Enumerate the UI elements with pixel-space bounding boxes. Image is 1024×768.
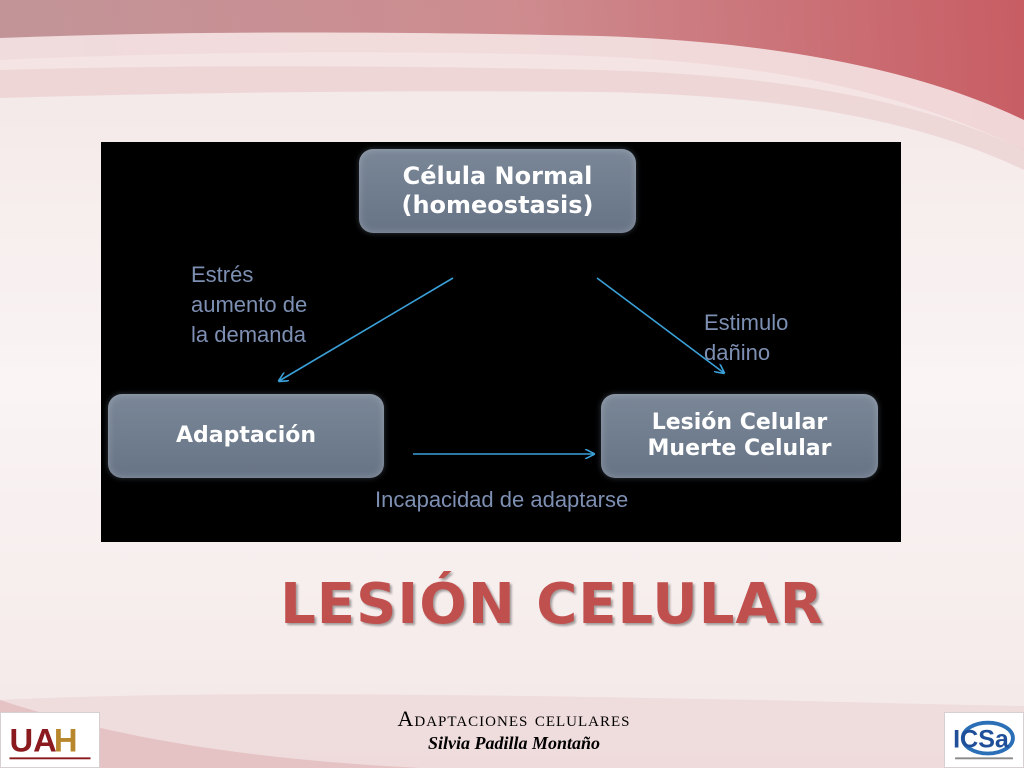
diagram-arrows bbox=[101, 277, 901, 542]
uaeh-logo-icon: UA H bbox=[0, 712, 100, 768]
arrow-to-adaptation bbox=[279, 277, 454, 381]
svg-text:ICSa: ICSa bbox=[953, 726, 1010, 754]
node-adaptation: Adaptación bbox=[108, 394, 384, 478]
edge-label-damage-line2: dañino bbox=[704, 340, 771, 365]
edge-label-stress-line1: Estrés bbox=[191, 262, 254, 287]
node-normal-cell: Célula Normal (homeostasis) bbox=[359, 149, 636, 233]
node-cell-injury: Lesión Celular Muerte Celular bbox=[601, 394, 878, 478]
arrow-to-injury bbox=[596, 277, 724, 373]
slide-title: LESIÓN CELULAR bbox=[280, 572, 824, 637]
edge-label-stress-line3: la demanda bbox=[191, 322, 306, 347]
node-cell-injury-line2: Muerte Celular bbox=[647, 436, 832, 461]
edge-label-stress-line2: aumento de bbox=[191, 292, 308, 317]
icsa-logo-icon: ICSa bbox=[944, 712, 1024, 768]
edge-label-incapacity: Incapacidad de adaptarse bbox=[375, 487, 629, 512]
node-cell-injury-line1: Lesión Celular bbox=[651, 409, 828, 435]
edge-label-damage: Estimulo dañino bbox=[704, 308, 788, 368]
node-normal-cell-line1: Célula Normal bbox=[402, 162, 593, 191]
svg-text:UA: UA bbox=[10, 722, 57, 759]
edge-label-damage-line1: Estimulo bbox=[704, 310, 789, 335]
node-normal-cell-line2: (homeostasis) bbox=[401, 191, 594, 219]
diagram-panel: Célula Normal (homeostasis) Adaptación L… bbox=[101, 142, 901, 542]
edge-label-stress: Estrés aumento de la demanda bbox=[191, 260, 307, 350]
svg-text:H: H bbox=[54, 722, 78, 759]
footer-title: Adaptaciones celulares bbox=[397, 706, 631, 731]
node-adaptation-label: Adaptación bbox=[175, 422, 317, 448]
footer-author: Silvia Padilla Montaño bbox=[427, 733, 601, 753]
